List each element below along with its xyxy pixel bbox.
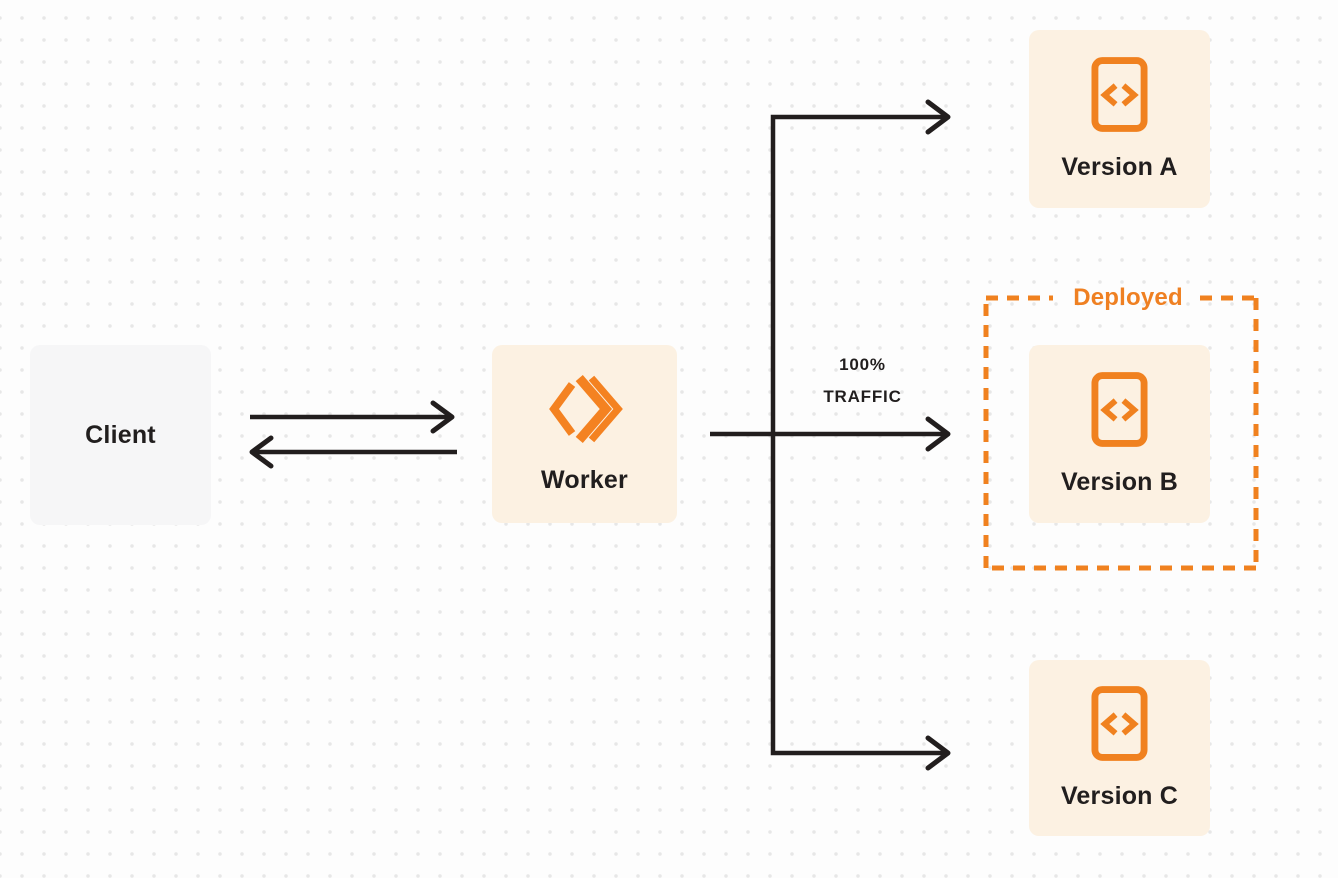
arrowhead-version-b: [925, 416, 951, 452]
node-worker-label: Worker: [541, 466, 628, 494]
node-version-a: Version A: [1029, 30, 1210, 208]
code-file-icon: [1091, 371, 1148, 454]
edge-client-to-worker: [250, 400, 455, 434]
code-file-icon: [1091, 56, 1148, 139]
traffic-percent: 100%: [839, 355, 886, 374]
node-client-label: Client: [85, 420, 156, 449]
node-version-c: Version C: [1029, 660, 1210, 836]
edge-worker-to-client: [249, 435, 457, 469]
node-version-b: Version B: [1029, 345, 1210, 523]
node-worker: Worker: [492, 345, 677, 523]
code-file-icon: [1091, 685, 1148, 768]
arrowhead-version-a: [925, 99, 951, 135]
node-version-a-label: Version A: [1061, 152, 1178, 181]
node-client: Client: [30, 345, 211, 525]
traffic-word: TRAFFIC: [823, 387, 902, 406]
node-version-c-label: Version C: [1060, 781, 1179, 810]
arrowhead-version-c: [925, 735, 951, 771]
cloudflare-workers-logo-icon: [545, 373, 625, 452]
deployed-group-label: Deployed: [1073, 284, 1183, 311]
arrowheads-to-versions: [925, 99, 951, 771]
traffic-edge-label: 100% TRAFFIC: [780, 349, 945, 413]
node-version-b-label: Version B: [1060, 467, 1179, 496]
edge-branch-trunk: [710, 114, 944, 756]
